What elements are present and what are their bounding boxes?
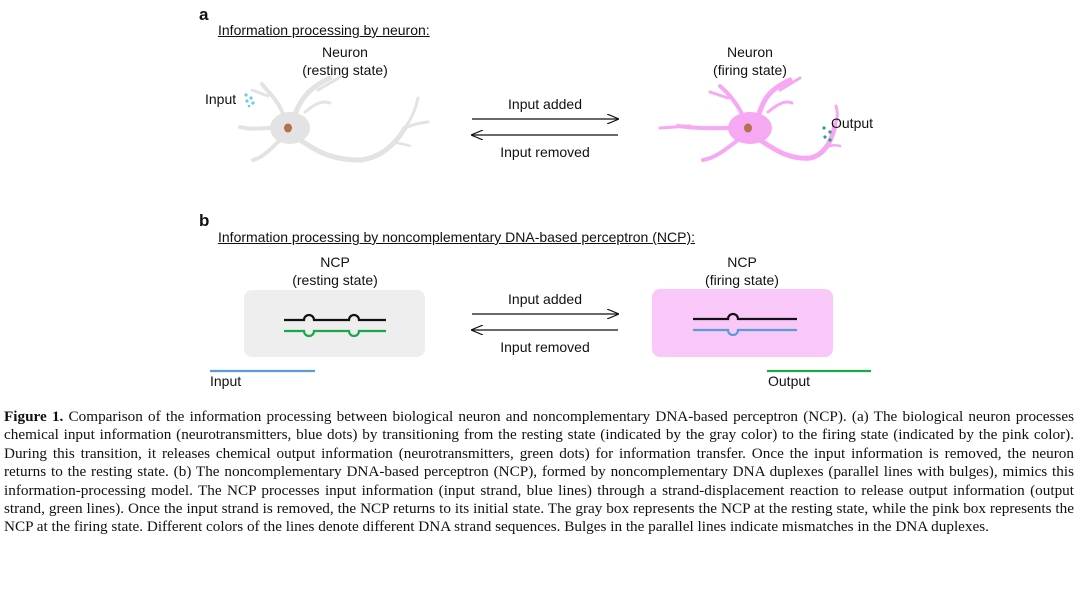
ncp-firing-box: [652, 289, 833, 357]
output-dots-icon: [822, 126, 832, 142]
neuron-firing-nucleus: [744, 123, 752, 133]
input-label-b: Input: [210, 373, 242, 389]
input-dots-icon: [244, 93, 255, 108]
neuron-resting: [238, 74, 430, 163]
caption-label: Figure 1.: [4, 408, 64, 425]
output-label-a: Output: [831, 115, 874, 131]
ncp-firing-duplex: [693, 312, 797, 337]
output-label-b: Output: [768, 373, 811, 389]
neuron-resting-title: Neuron (resting state): [285, 43, 405, 79]
figure-caption: Figure 1. Comparison of the information …: [4, 408, 1074, 537]
panel-a-letter: a: [199, 5, 209, 24]
ncp-resting-title: NCP (resting state): [275, 253, 395, 289]
ncp-resting-duplex: [284, 313, 386, 338]
panel-a-heading: Information processing by neuron:: [218, 22, 430, 38]
neuron-resting-title-line1: Neuron: [322, 44, 368, 60]
panel-b-heading: Information processing by noncomplementa…: [218, 229, 695, 245]
figure-graphics: [210, 74, 871, 373]
ncp-firing-title-line2: (firing state): [705, 272, 779, 288]
ncp-resting-box: [244, 290, 425, 357]
reverse-arrow-b-label: Input removed: [500, 339, 590, 355]
neuron-resting-nucleus: [284, 123, 292, 133]
ncp-firing-title-line1: NCP: [727, 254, 757, 270]
neuron-resting-title-line2-text: (resting state): [302, 62, 388, 78]
ncp-resting-title-line2: (resting state): [292, 272, 378, 288]
forward-arrow-a-label: Input added: [508, 96, 582, 112]
reverse-arrow-a-label: Input removed: [500, 144, 590, 160]
caption-text: Comparison of the information processing…: [4, 408, 1074, 536]
input-label-a: Input: [205, 91, 237, 107]
forward-arrow-b-label: Input added: [508, 291, 582, 307]
ncp-resting-title-line1: NCP: [320, 254, 350, 270]
neuron-firing-title-line2: (firing state): [713, 62, 787, 78]
panel-b-letter: b: [199, 211, 210, 230]
neuron-firing-title: Neuron (firing state): [690, 43, 810, 79]
ncp-firing-title: NCP (firing state): [682, 253, 802, 289]
neuron-firing-title-line1: Neuron: [727, 44, 773, 60]
